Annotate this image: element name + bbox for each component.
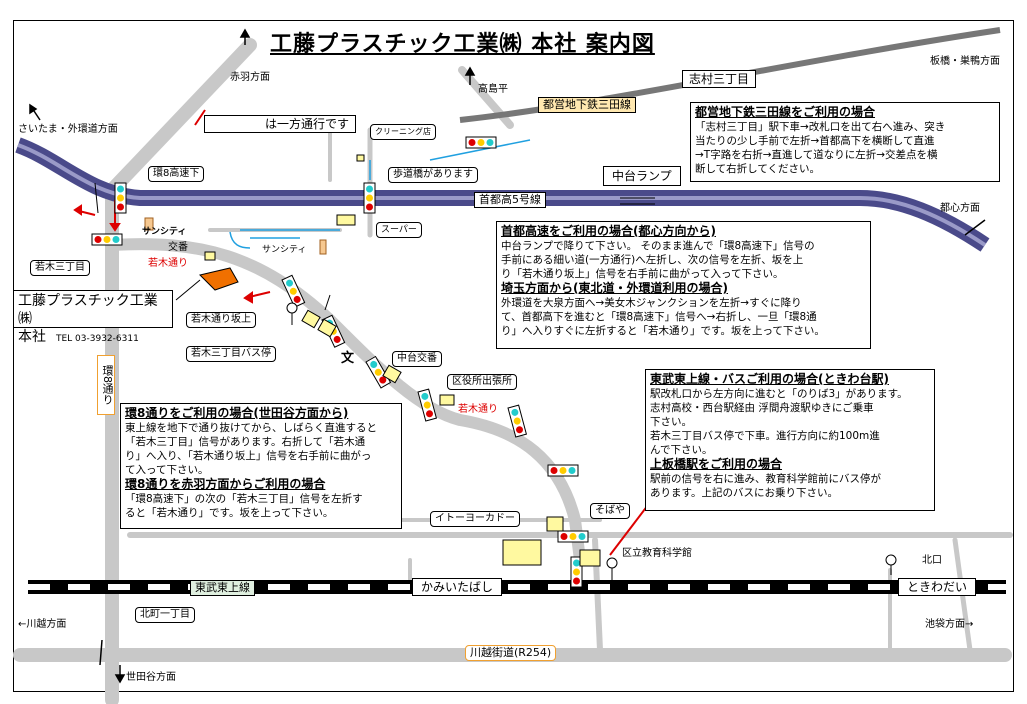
info-mita: 都営地下鉄三田線をご利用の場合 「志村三丁目」駅下車→改札口を出て右へ進み、突き…: [690, 102, 1000, 182]
info-mita-line: 当たりの少し手前で左折→首都高下を横断して直進: [695, 135, 935, 147]
label-tobu: 東武東上線: [190, 580, 255, 596]
info-kan8-heading: 環8通りをご利用の場合(世田谷方面から): [125, 406, 349, 420]
info-tobu-heading-2: 上板橋駅をご利用の場合: [650, 457, 783, 471]
label-mita-line: 都営地下鉄三田線: [538, 97, 636, 113]
info-tobu-line: あります。上記のバスにお乗り下さい。: [650, 487, 838, 499]
label-kamiitabashi: かみいたばし: [412, 578, 503, 596]
info-shutoko-line: 外環道を大泉方面へ→美女木ジャンクションを左折→すぐに降り: [501, 297, 802, 309]
info-kan8-line: て入って下さい。: [125, 464, 209, 476]
page-title: 工藤プラスチック工業㈱ 本社 案内図: [270, 32, 655, 57]
info-tobu-line: んで下さい。: [650, 444, 713, 456]
label-tokiwadai: ときわだい: [898, 578, 977, 596]
buildings: [204, 154, 601, 567]
direction-itabashi: 板橋・巣鴨方面: [930, 56, 1000, 67]
info-shutoko-line: て、首都高下を進むと「環8高速下」信号へ→右折し、一旦「環8通: [501, 311, 817, 323]
info-shutoko-line: 中台ランプで降りて下さい。 そのまま進んで「環8高速下」信号の: [501, 240, 815, 252]
info-tobu-heading: 東武東上線・バスご利用の場合(ときわ台駅): [650, 372, 889, 386]
label-kan8-kousoku-shita: 環8高速下: [148, 166, 205, 182]
label-wakagi-3: 若木三丁目: [30, 260, 90, 276]
label-cleaning: クリーニング店: [370, 124, 436, 140]
info-tobu-line: 駅前の信号を右に進み、教育科学館前にバス停が: [650, 473, 881, 485]
map-frame: [13, 20, 1014, 692]
direction-kawagoe: ←川越方面: [18, 619, 67, 630]
label-shutoko5: 首都高5号線: [474, 192, 546, 208]
kan8-north-road: [105, 38, 257, 197]
label-kyoiku: 区立教育科学館: [622, 548, 692, 559]
label-koban: 交番: [168, 242, 188, 253]
info-kan8-heading-2: 環8通りを赤羽方面からご利用の場合: [125, 477, 326, 491]
label-nakadai-koban: 中台交番: [392, 351, 442, 367]
direction-saitama: さいたま・外環道方面: [18, 124, 118, 135]
label-sunshity: サンシティ: [142, 227, 187, 237]
direction-ikebukuro: 池袋方面→: [925, 619, 974, 630]
company-sub: 本社: [18, 329, 46, 345]
info-kan8-line: ると「若木通り」です。坂を上って下さい。: [125, 507, 334, 519]
info-mita-line: →T字路を右折→直進して道なりに左折→交差点を横: [695, 149, 938, 161]
label-kuyakusho: 区役所出張所: [447, 374, 517, 390]
direction-takashimadaira: 高島平: [478, 84, 508, 95]
info-tobu-line: 駅改札口から左方向に進むと「のりば3」があります。: [650, 388, 908, 400]
label-kitaguchi: 北口: [922, 555, 942, 566]
label-itoyokado: イトーヨーカドー: [430, 511, 520, 527]
one-way-legend: は一方通行です: [204, 115, 357, 133]
label-hodokyo: 歩道橋があります: [388, 167, 478, 183]
direction-akabane: 赤羽方面: [230, 72, 270, 83]
info-mita-line: 断して右折してください。: [695, 163, 821, 175]
company-name: 工藤プラスチック工業㈱: [18, 293, 158, 327]
info-shutoko-line: り「若木通り坂上」信号を右手前に曲がって入って下さい。: [501, 268, 784, 280]
direction-toshin: 都心方面: [940, 203, 980, 214]
label-shimura: 志村三丁目: [682, 70, 757, 88]
info-mita-line: 「志村三丁目」駅下車→改札口を出て右へ進み、突き: [695, 121, 946, 133]
info-tobu-line: 志村高校・西台駅経由 浮間舟渡駅ゆきにご乗車: [650, 402, 874, 414]
info-shutoko-heading: 首都高速をご利用の場合(都心方向から): [501, 224, 716, 238]
info-tobu-line: 下さい。: [650, 416, 692, 428]
label-sobaya: そばや: [590, 503, 630, 519]
label-kawagoe-kaido: 川越街道(R254): [465, 645, 557, 661]
info-kan8-line: 東上線を地下で通り抜けてから、しばらく直進すると: [125, 422, 377, 434]
info-tobu: 東武東上線・バスご利用の場合(ときわ台駅) 駅改札口から左方向に進むと「のりば3…: [645, 369, 935, 511]
info-tobu-line: 若木三丁目バス停で下車。進行方向に約100m進: [650, 430, 880, 442]
info-shutoko-line: り」へ入りすぐに左折すると「若木通り」です。坂を上って下さい。: [501, 325, 825, 337]
label-wakagi-bus: 若木三丁目バス停: [186, 346, 276, 362]
label-kan8-vertical: 環8通り: [97, 355, 115, 415]
info-shutoko-heading-2: 埼玉方面から(東北道・外環道利用の場合): [501, 281, 728, 295]
label-wakagi-dori-2: 若木通り: [458, 404, 498, 415]
direction-setagaya: 世田谷方面: [126, 672, 176, 683]
label-nakadai-ramp: 中台ランプ: [603, 166, 681, 186]
label-kitamachi: 北町一丁目: [135, 607, 195, 623]
label-super: スーパー: [376, 222, 422, 238]
company-box: 工藤プラスチック工業㈱ 本社 TEL 03-3932-6311: [13, 290, 173, 345]
info-kan8-line: り」へ入り、「若木通り坂上」信号を右手前に曲がっ: [125, 450, 372, 462]
info-mita-heading: 都営地下鉄三田線をご利用の場合: [695, 105, 876, 119]
info-kan8: 環8通りをご利用の場合(世田谷方面から) 東上線を地下で通り抜けてから、しばらく…: [120, 403, 402, 529]
info-kan8-line: 「若木三丁目」信号があります。右折して「若木通: [125, 436, 366, 448]
company-location: [199, 267, 239, 291]
label-wakagi-dori: 若木通り: [148, 258, 188, 269]
info-shutoko-line: 手前にある細い道(一方通行)へ左折し、次の信号を左折、坂を上: [501, 254, 804, 266]
company-tel: TEL 03-3932-6311: [56, 334, 139, 344]
label-bun: 文: [341, 351, 355, 366]
info-shutoko: 首都高速をご利用の場合(都心方向から) 中台ランプで降りて下さい。 そのまま進ん…: [496, 221, 871, 349]
label-wakagi-sakaue: 若木通り坂上: [186, 312, 256, 328]
label-sunshity-2: サンシティ: [262, 245, 307, 255]
info-kan8-line: 「環8高速下」の次の「若木三丁目」信号を左折す: [125, 493, 363, 505]
one-way-legend-text: は一方通行です: [265, 117, 350, 131]
